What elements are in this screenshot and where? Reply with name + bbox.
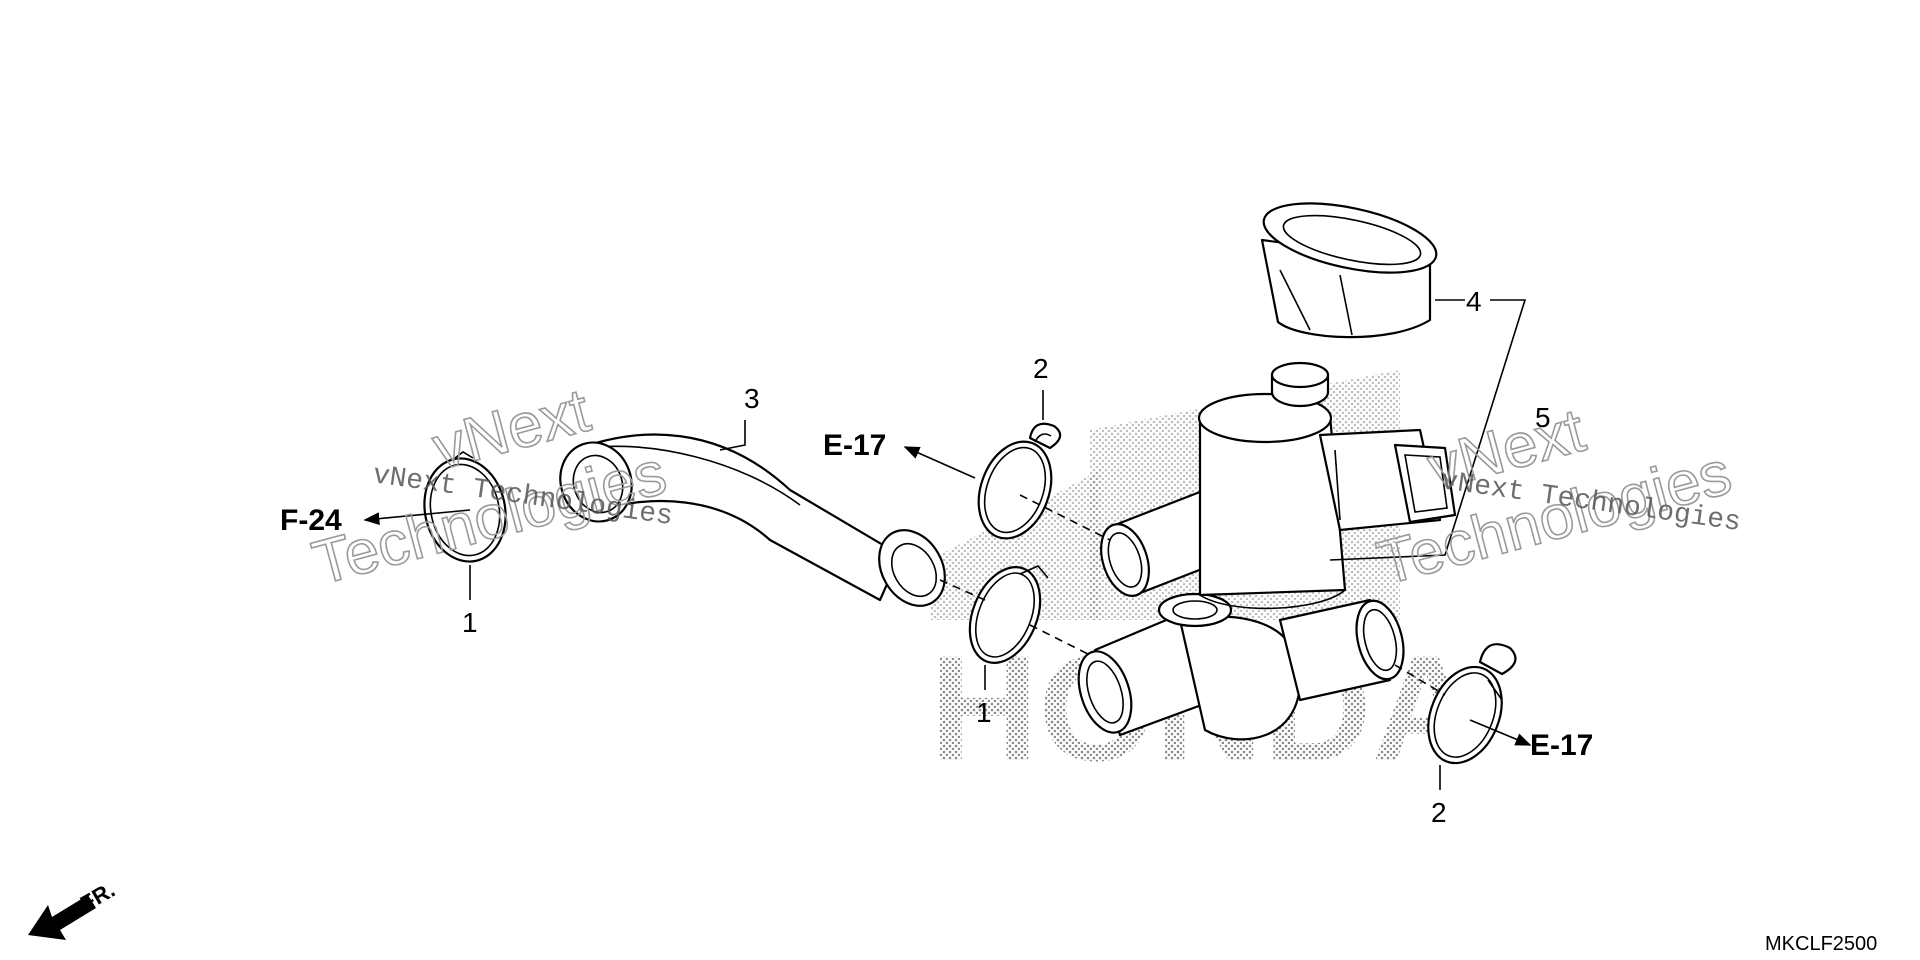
callout-4: 4 [1466, 286, 1482, 317]
callout-2-bottom: 2 [1431, 797, 1447, 828]
spring-clip-top [977, 422, 1062, 540]
ref-e-17-bottom: E-17 [1530, 729, 1593, 762]
ref-f-24: F-24 [280, 504, 342, 537]
valve-assembly [1077, 361, 1457, 741]
hose-clamp-middle [968, 565, 1049, 664]
diagram-code: MKCLF2500 [1765, 933, 1877, 955]
valve-cap [1260, 202, 1438, 339]
assembly-guides [939, 494, 1446, 696]
callout-5: 5 [1535, 402, 1551, 433]
front-arrow-icon [28, 895, 96, 940]
callout-1-left: 1 [462, 607, 478, 638]
spring-clip-bottom [1427, 643, 1517, 765]
watermarks: vNext Technologies vNext Technologies vN… [305, 375, 1743, 599]
callout-2-top: 2 [1033, 353, 1049, 384]
front-direction-indicator: FR. [28, 877, 119, 940]
reference-arrows [363, 446, 1532, 746]
ref-e-17-top: E-17 [823, 429, 886, 462]
callout-1-middle: 1 [976, 697, 992, 728]
water-hose [559, 433, 946, 607]
callout-3: 3 [744, 383, 760, 414]
leader-lines [469, 299, 1527, 790]
